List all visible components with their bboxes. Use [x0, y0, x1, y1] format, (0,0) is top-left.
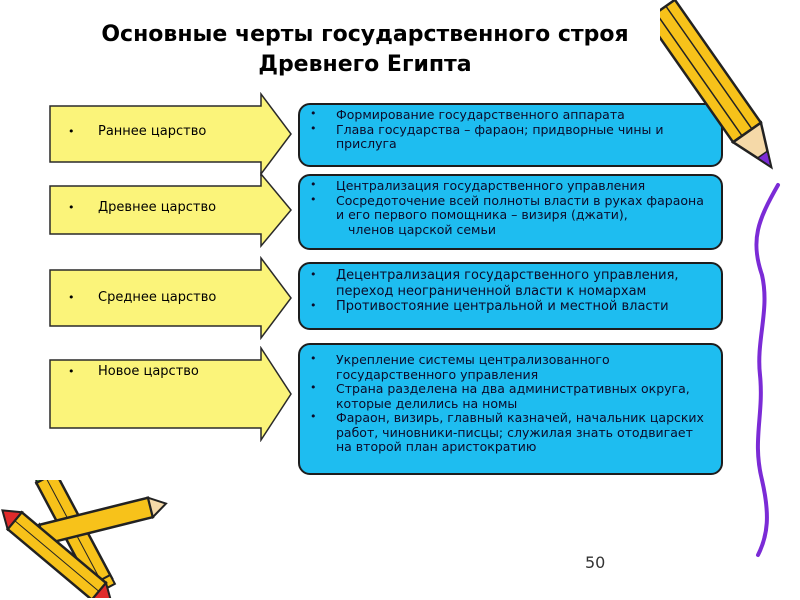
list-item: Фараон, визирь, главный казначей, началь… [308, 410, 711, 455]
arrow-shape [49, 346, 292, 442]
page-number: 50 [585, 553, 606, 572]
row-label-old-kingdom: Древнее царство [98, 200, 217, 215]
slide-title: Основные черты государственного строя Др… [60, 20, 670, 80]
arrow-old-kingdom: • Древнее царство [48, 172, 293, 248]
arrow-new-kingdom: • Новое царство [48, 346, 293, 442]
bullet: • [68, 125, 75, 138]
list-item: Противостояние центральной и местной вла… [308, 298, 711, 315]
bullet: • [68, 365, 75, 378]
list-item: Децентрализация государственного управле… [308, 267, 711, 299]
arrow-shape [49, 256, 292, 340]
title-line-1: Основные черты государственного строя [101, 22, 629, 47]
list-item: Страна разделена на два административных… [308, 381, 711, 411]
list-item: Укрепление системы централизованного гос… [308, 352, 711, 382]
list-item: Сосредоточение всей полноты власти в рук… [308, 193, 711, 223]
bullet: • [68, 201, 75, 214]
content-box-new-kingdom: Укрепление системы централизованного гос… [298, 343, 723, 475]
content-box-middle-kingdom: Децентрализация государственного управле… [298, 262, 723, 330]
arrow-shape [49, 172, 292, 248]
bullet: • [68, 291, 75, 304]
arrow-early-kingdom: • Раннее царство [48, 92, 293, 176]
content-box-early-kingdom: Формирование государственного аппарата Г… [298, 103, 723, 167]
content-box-old-kingdom: Централизация государственного управлени… [298, 174, 723, 250]
row-label-early-kingdom: Раннее царство [98, 124, 207, 139]
pencil-icon [660, 0, 773, 170]
row-label-middle-kingdom: Среднее царство [98, 290, 217, 305]
squiggle-line-icon [754, 183, 780, 557]
row-label-new-kingdom: Новое царство [98, 364, 199, 379]
crayon-icon [1, 480, 168, 598]
arrow-shape [49, 92, 292, 176]
list-item: Глава государства – фараон; придворные ч… [308, 122, 711, 152]
list-item-continuation: членов царской семьи [348, 221, 496, 237]
list-item: Формирование государственного аппарата [308, 107, 711, 123]
title-line-2: Древнего Египта [258, 52, 472, 77]
list-item: Централизация государственного управлени… [308, 178, 711, 194]
arrow-middle-kingdom: • Среднее царство [48, 256, 293, 340]
